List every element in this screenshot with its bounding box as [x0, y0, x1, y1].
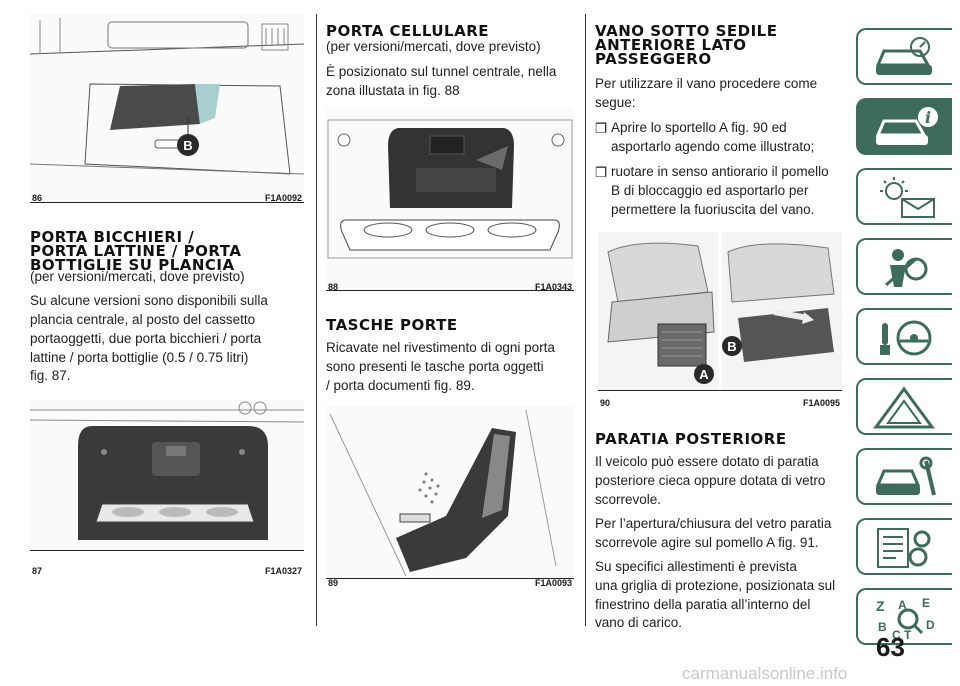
tab-warning-lights[interactable]	[856, 168, 952, 225]
figure-89	[326, 406, 574, 579]
figure-88	[326, 108, 574, 291]
paragraph-line: Su alcune versioni sono disponibili sull…	[30, 293, 268, 308]
paragraph-line: scorrevole agire sul pomello A fig. 91.	[595, 535, 819, 550]
tab-technical-data[interactable]	[856, 518, 952, 575]
paragraph-line: segue:	[595, 95, 636, 110]
airbag-safety-icon	[885, 249, 928, 287]
paragraph-line: / porta documenti fig. 89.	[326, 378, 475, 393]
steering-wheel-icon	[880, 320, 932, 356]
column-divider	[316, 14, 317, 626]
tab-dashboard[interactable]	[856, 28, 952, 85]
paragraph-line: sono presenti le tasche porta oggetti	[326, 359, 544, 374]
list-item-text: ruotare in senso antiorario il pomello	[611, 164, 829, 179]
page-number: 63	[876, 632, 905, 662]
index-letter: A	[898, 598, 907, 612]
heading-paratia-posteriore: PARATIA POSTERIORE	[595, 430, 787, 448]
paragraph-line: Per l’apertura/chiusura del vetro parati…	[595, 516, 832, 531]
heading-tasche-porte: TASCHE PORTE	[326, 316, 458, 334]
index-letter: E	[922, 596, 930, 610]
paragraph-line: È posizionato sul tunnel centrale, nella	[326, 64, 557, 79]
figure-90: A B	[598, 232, 842, 391]
paragraph-line: Su specifici allestimenti è prevista	[595, 559, 797, 574]
figure-code: F1A0092	[264, 193, 302, 203]
index-letter: C	[892, 628, 901, 641]
figure-86: B	[30, 14, 304, 203]
figure-87	[30, 400, 304, 551]
list-item: ❒ ruotare in senso antiorario il pomello	[595, 162, 829, 181]
alphabetical-index-icon: Z E A B C T D	[876, 596, 935, 641]
paragraph-line: Per utilizzare il vano procedere come	[595, 76, 818, 91]
figure-code: F1A0093	[534, 578, 572, 588]
warning-light-icon	[880, 177, 935, 218]
heading-porta-cellulare: PORTA CELLULARE	[326, 22, 490, 40]
tab-emergency[interactable]	[856, 378, 952, 435]
index-letter: T	[904, 628, 912, 641]
car-service-icon	[875, 456, 936, 496]
paragraph-line: Ricavate nel rivestimento di ogni porta	[326, 340, 555, 355]
column-divider	[585, 14, 586, 626]
watermark: carmanualsonline.info	[682, 664, 848, 683]
paragraph-line: lattine / porta bottiglie (0.5 / 0.75 li…	[30, 350, 249, 365]
figure-code: F1A0327	[264, 566, 302, 576]
paragraph-line: zona illustata in fig. 88	[326, 83, 460, 98]
paragraph-line: posteriore cieca oppure dotata di vetro	[595, 473, 826, 488]
tab-vehicle-info[interactable]: i	[856, 98, 952, 155]
figure-number: 88	[328, 282, 339, 292]
fig90-marker-a: A	[699, 367, 709, 382]
checkbox-bullet-icon: ❒	[595, 165, 608, 180]
figure-code: F1A0343	[534, 282, 572, 292]
figure-number: 90	[600, 398, 611, 408]
fig90-marker-b: B	[727, 339, 736, 354]
index-letter: B	[878, 620, 887, 634]
svg-text:i: i	[925, 108, 931, 127]
paragraph-line: finestrino della paratia all’interno del	[595, 597, 811, 612]
tab-driving[interactable]	[856, 308, 952, 365]
technical-data-icon	[877, 528, 931, 568]
subheading-availability: (per versioni/mercati, dove previsto)	[30, 269, 245, 284]
paragraph-line: permettere la fuoriuscita del vano.	[611, 202, 815, 217]
fig86-marker-b: B	[183, 138, 192, 153]
paragraph-line: Il veicolo può essere dotato di paratia	[595, 454, 819, 469]
list-item-text: Aprire lo sportello A fig. 90 ed	[611, 120, 787, 135]
heading-porta-bicchieri-l2: PORTA LATTINE / PORTA	[30, 242, 242, 260]
tab-index[interactable]: Z E A B C T D	[856, 588, 952, 645]
paragraph-line: B di bloccaggio ed asportarlo per	[611, 183, 809, 198]
paragraph-line: scorrevole.	[595, 492, 662, 507]
figure-90-caption: 90 F1A0095	[600, 398, 840, 410]
warning-triangle-icon	[873, 386, 935, 429]
index-letter: D	[926, 618, 935, 632]
car-dashboard-icon	[875, 37, 932, 75]
figure-88-caption: 88 F1A0343	[328, 282, 572, 294]
heading-vano-sotto-sedile-l3: PASSEGGERO	[595, 50, 712, 68]
figure-number: 89	[328, 578, 339, 588]
tab-safety[interactable]	[856, 238, 952, 295]
figure-code: F1A0095	[802, 398, 840, 408]
heading-vano-sotto-sedile-l1: VANO SOTTO SEDILE	[595, 22, 778, 40]
figure-89-caption: 89 F1A0093	[328, 578, 572, 590]
figure-number: 87	[32, 566, 43, 576]
subheading-availability: (per versioni/mercati, dove previsto)	[326, 39, 541, 54]
paragraph-line: plancia centrale, al posto del cassetto	[30, 312, 256, 327]
list-item: ❒ Aprire lo sportello A fig. 90 ed	[595, 118, 787, 137]
paragraph-line: portaoggetti, due porta bicchieri / port…	[30, 331, 262, 346]
heading-vano-sotto-sedile-l2: ANTERIORE LATO	[595, 36, 747, 54]
heading-porta-bicchieri-l3: BOTTIGLIE SU PLANCIA	[30, 256, 235, 274]
checkbox-bullet-icon: ❒	[595, 121, 608, 136]
car-info-icon: i	[875, 107, 938, 145]
figure-number: 86	[32, 193, 43, 203]
index-letter: Z	[876, 598, 885, 614]
figure-87-caption: 87 F1A0327	[32, 566, 302, 578]
paragraph-line: fig. 87.	[30, 368, 71, 383]
paragraph-line: una griglia di protezione, posizionata s…	[595, 578, 836, 593]
heading-porta-bicchieri-l1: PORTA BICCHIERI /	[30, 228, 195, 246]
tab-maintenance[interactable]	[856, 448, 952, 505]
figure-86-caption: 86 F1A0092	[32, 193, 302, 205]
paragraph-line: asportarlo agendo come illustrato;	[611, 139, 815, 154]
paragraph-line: vano di carico.	[595, 615, 683, 630]
